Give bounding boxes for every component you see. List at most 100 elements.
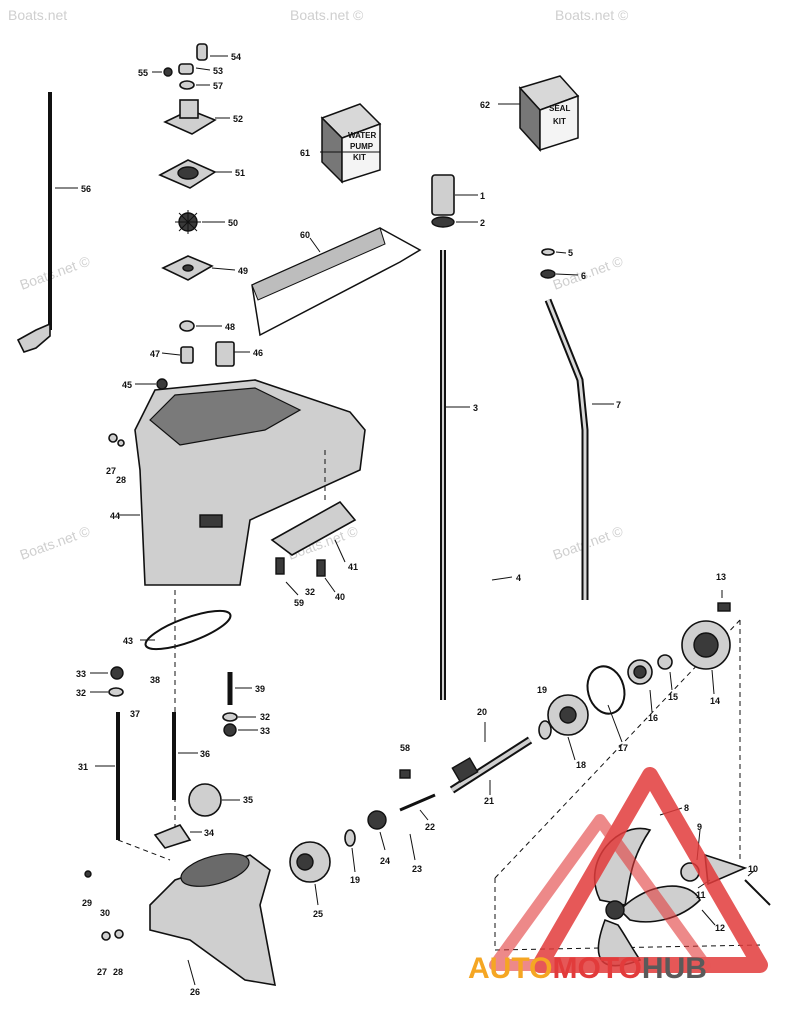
- label-19a: 19: [537, 685, 547, 695]
- watermark: Boats.net ©: [18, 522, 93, 562]
- label-1: 1: [480, 191, 485, 201]
- label-58: 58: [400, 743, 410, 753]
- label-46: 46: [253, 348, 263, 358]
- label-33a: 33: [76, 669, 86, 679]
- label-57: 57: [213, 81, 223, 91]
- label-44: 44: [110, 511, 120, 521]
- label-32c: 32: [260, 712, 270, 722]
- label-61: 61: [300, 148, 310, 158]
- label-11: 11: [696, 890, 706, 900]
- seal-kit-box: SEAL KIT: [518, 75, 580, 152]
- label-20: 20: [477, 707, 487, 717]
- watermark: Boats.net ©: [551, 252, 626, 292]
- label-23: 23: [412, 864, 422, 874]
- left-studs: [108, 666, 238, 849]
- label-21: 21: [484, 796, 494, 806]
- drive-shaft: [431, 174, 455, 700]
- label-9: 9: [697, 822, 702, 832]
- label-38: 38: [150, 675, 160, 685]
- label-15: 15: [668, 692, 678, 702]
- label-47: 47: [150, 349, 160, 359]
- label-56: 56: [81, 184, 91, 194]
- label-30: 30: [100, 908, 110, 918]
- label-51: 51: [235, 168, 245, 178]
- label-28a: 28: [116, 475, 126, 485]
- gasket-sheet: [251, 227, 422, 337]
- label-55: 55: [138, 68, 148, 78]
- watermark: Boats.net ©: [18, 252, 93, 292]
- triangle-logo-icon: [489, 767, 768, 973]
- label-12: 12: [715, 923, 725, 933]
- logo-part-moto: MOTO: [552, 952, 641, 985]
- label-17: 17: [618, 743, 628, 753]
- water-pump-kit-line3: KIT: [353, 153, 366, 162]
- label-14: 14: [710, 696, 720, 706]
- label-4: 4: [516, 573, 521, 583]
- water-pump-kit-line2: PUMP: [350, 142, 374, 151]
- label-41: 41: [348, 562, 358, 572]
- watermark: Boats.net ©: [555, 7, 629, 23]
- label-8: 8: [684, 803, 689, 813]
- logo-part-hub: HUB: [642, 952, 707, 985]
- label-35: 35: [243, 795, 253, 805]
- label-37: 37: [130, 709, 140, 719]
- impeller: [175, 210, 201, 234]
- label-39: 39: [255, 684, 265, 694]
- label-34: 34: [204, 828, 214, 838]
- label-5: 5: [568, 248, 573, 258]
- label-26: 26: [190, 987, 200, 997]
- shift-rod-right: [540, 248, 589, 600]
- label-18: 18: [576, 760, 586, 770]
- label-22: 22: [425, 822, 435, 832]
- label-53: 53: [213, 66, 223, 76]
- watermark: Boats.net ©: [290, 7, 364, 23]
- shift-rod: [16, 92, 52, 353]
- label-43: 43: [123, 636, 133, 646]
- water-pump-kit-box: WATER PUMP KIT: [320, 103, 382, 184]
- label-36: 36: [200, 749, 210, 759]
- drive-shaft-housing: [108, 378, 366, 586]
- label-32b: 32: [76, 688, 86, 698]
- logo-part-auto: AUTO: [468, 952, 552, 985]
- label-40: 40: [335, 592, 345, 602]
- label-19b: 19: [350, 875, 360, 885]
- label-31: 31: [78, 762, 88, 772]
- label-32a: 32: [305, 587, 315, 597]
- label-27a: 27: [106, 466, 116, 476]
- watermark: Boats.net: [8, 7, 67, 23]
- gasket-ring: [144, 609, 232, 651]
- leader-lines: [55, 55, 756, 986]
- label-50: 50: [228, 218, 238, 228]
- label-29: 29: [82, 898, 92, 908]
- label-24: 24: [380, 856, 390, 866]
- label-59: 59: [294, 598, 304, 608]
- label-7: 7: [616, 400, 621, 410]
- label-48: 48: [225, 322, 235, 332]
- automotohub-logo: AUTOMOTOHUB: [468, 767, 768, 985]
- part-labels: 1 2 3 4 5 6 7 8 9 10 11 12 13 14 15 16 1…: [76, 52, 758, 997]
- water-pump-kit-line1: WATER: [348, 131, 377, 140]
- label-45: 45: [122, 380, 132, 390]
- logo-text: AUTOMOTOHUB: [468, 952, 707, 985]
- label-13: 13: [716, 572, 726, 582]
- label-54: 54: [231, 52, 241, 62]
- water-pump-stack: [158, 43, 235, 367]
- label-33b: 33: [260, 726, 270, 736]
- label-52: 52: [233, 114, 243, 124]
- label-6: 6: [581, 271, 586, 281]
- label-3: 3: [473, 403, 478, 413]
- label-27b: 27: [97, 967, 107, 977]
- label-25: 25: [313, 909, 323, 919]
- label-49: 49: [238, 266, 248, 276]
- label-2: 2: [480, 218, 485, 228]
- label-10: 10: [748, 864, 758, 874]
- label-28b: 28: [113, 967, 123, 977]
- seal-kit-line1: SEAL: [549, 104, 570, 113]
- seal-kit-line2: KIT: [553, 117, 566, 126]
- label-62: 62: [480, 100, 490, 110]
- label-60: 60: [300, 230, 310, 240]
- label-16: 16: [648, 713, 658, 723]
- trim-tab: [270, 500, 357, 577]
- gear-set: [289, 602, 731, 883]
